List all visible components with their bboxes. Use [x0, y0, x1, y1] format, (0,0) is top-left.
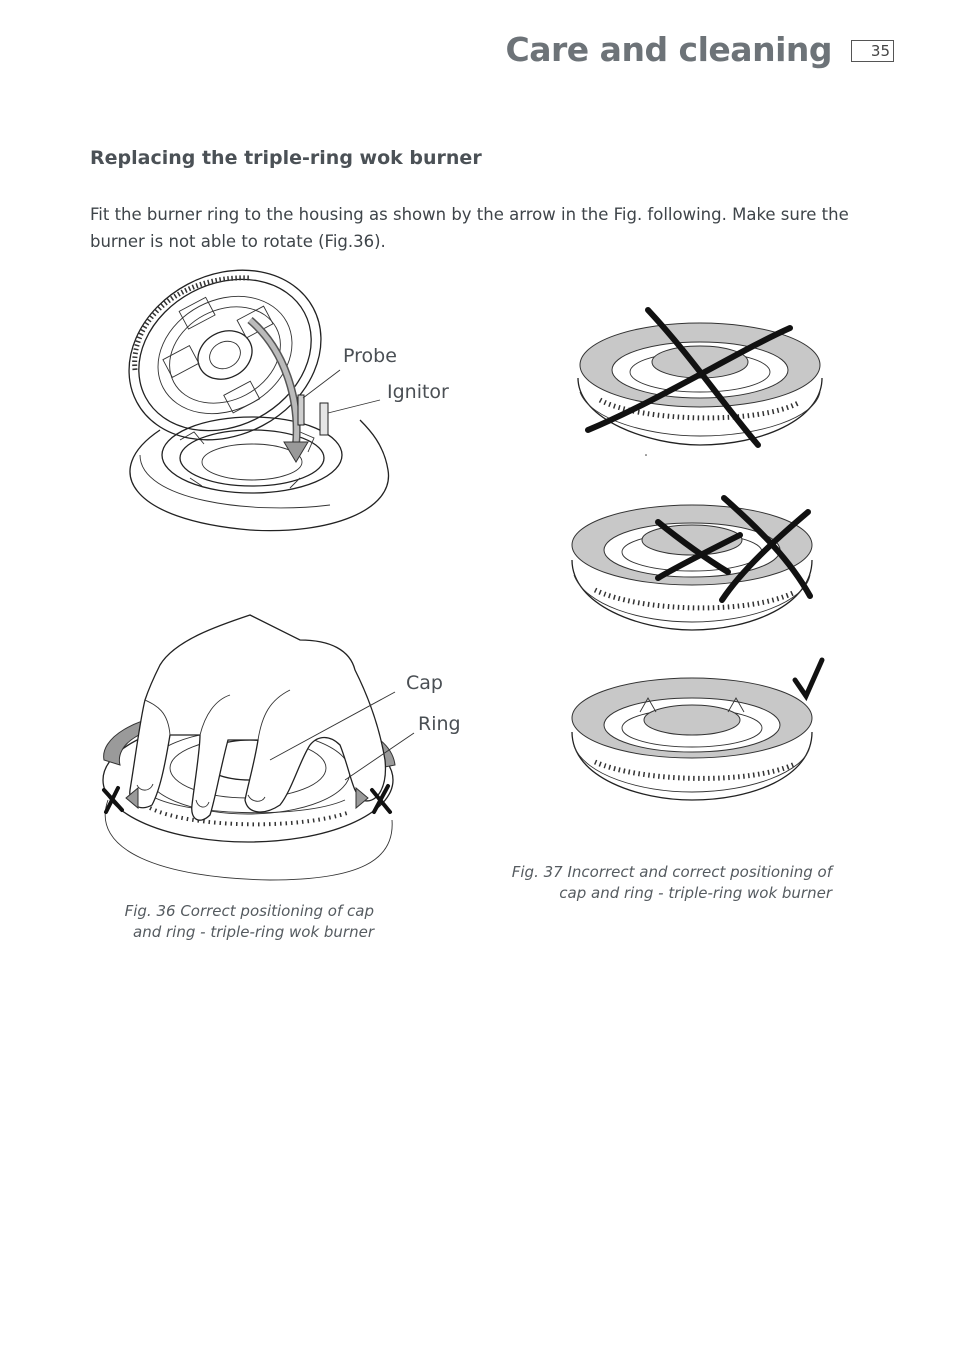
fig36-caption-line-1: Fig. 36 Correct positioning of cap — [124, 902, 374, 920]
correct-burner-illustration — [571, 657, 825, 801]
fig36-caption: Fig. 36 Correct positioning of cap and r… — [125, 901, 374, 943]
fig37-caption-line-1: Fig. 37 Incorrect and correct positionin… — [511, 863, 832, 881]
incorrect-burner-2-illustration — [571, 495, 813, 631]
page-title: Care and cleaning — [505, 30, 833, 69]
probe-label: Probe — [343, 345, 397, 367]
page-number: 35 — [851, 40, 894, 62]
section-heading: Replacing the triple-ring wok burner — [90, 147, 482, 169]
fig37-caption: Fig. 37 Incorrect and correct positionin… — [512, 862, 832, 904]
fig36-caption-line-2: and ring - triple-ring wok burner — [133, 923, 374, 941]
body-paragraph: Fit the burner ring to the housing as sh… — [90, 205, 849, 251]
hand-pressing-cap-illustration — [102, 614, 415, 881]
fig37-caption-line-2: cap and ring - triple-ring wok burner — [559, 884, 832, 902]
ignitor-label: Ignitor — [387, 381, 449, 403]
incorrect-burner-1-illustration — [577, 307, 823, 448]
cap-label: Cap — [406, 672, 443, 694]
ring-label: Ring — [418, 713, 461, 735]
burner-ring-fitting-illustration — [128, 269, 390, 532]
